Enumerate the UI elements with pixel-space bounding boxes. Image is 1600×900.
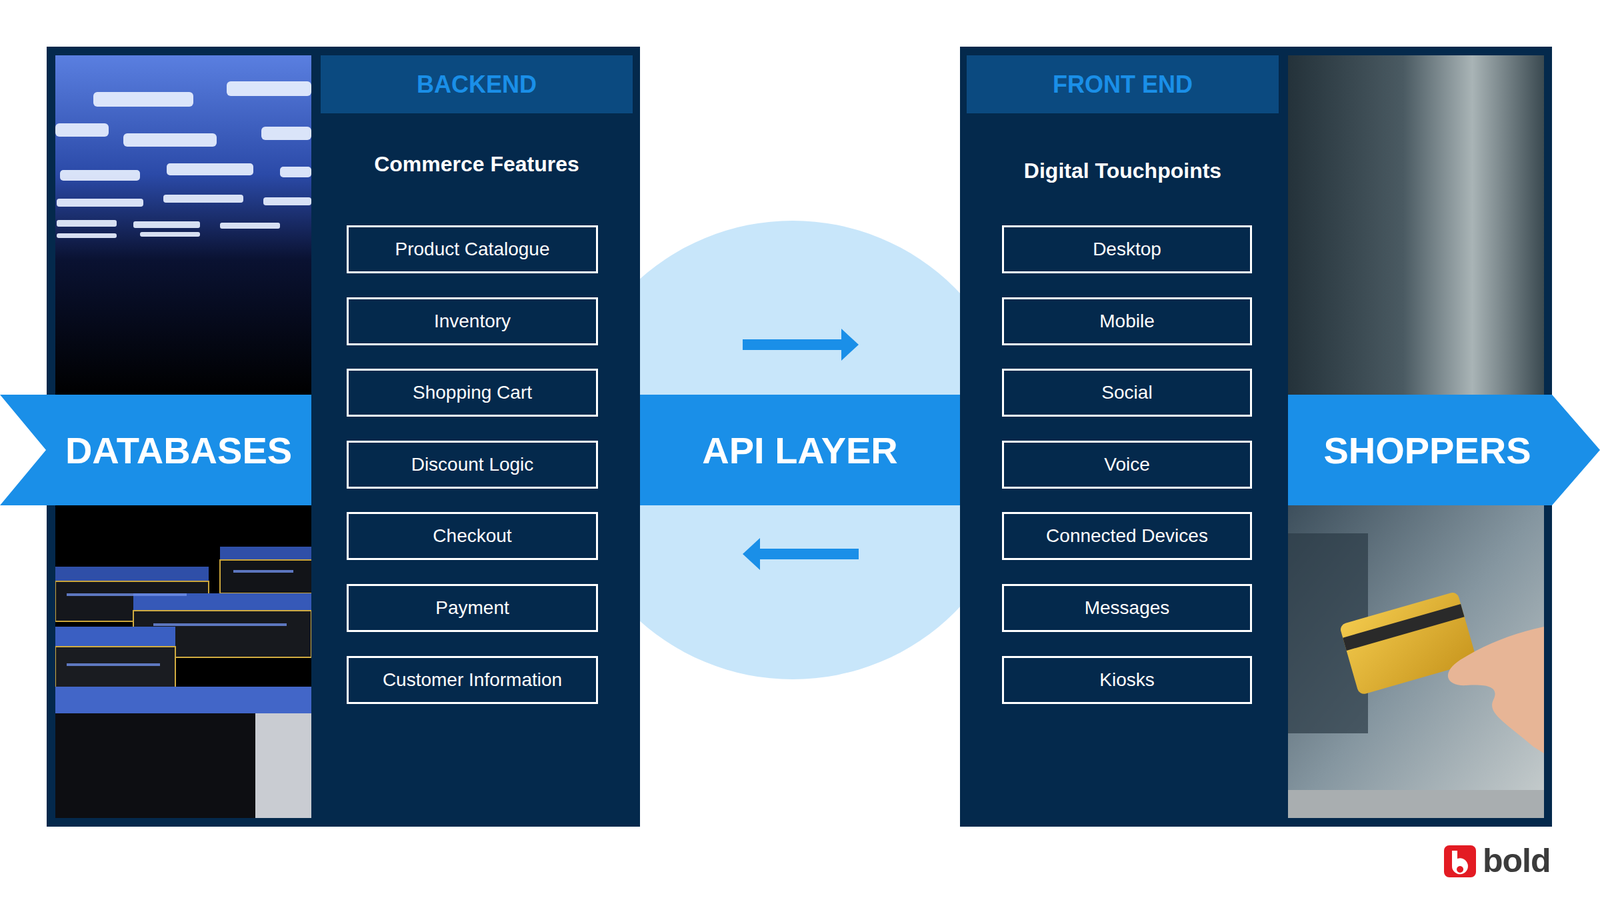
- band-fill: [0, 394, 312, 506]
- panel-subtitle: Commerce Features: [320, 145, 633, 183]
- panel-heading: FRONT END: [966, 55, 1279, 114]
- band-label: SHOPPERS: [1323, 428, 1531, 472]
- feature-box: Customer Information: [346, 656, 598, 704]
- box-label: Social: [1101, 382, 1152, 404]
- box-label: Checkout: [432, 525, 512, 547]
- feature-box: Voice: [1002, 440, 1252, 489]
- flow-band: SHOPPERS: [1288, 394, 1600, 506]
- logo-square: [1444, 845, 1476, 878]
- brand-logo-text: bold: [1482, 844, 1551, 878]
- box-label: Kiosks: [1099, 669, 1154, 691]
- box-label: Messages: [1084, 597, 1170, 619]
- brand-logo-icon: [1444, 845, 1476, 878]
- feature-box: Mobile: [1002, 297, 1252, 346]
- box-label: Mobile: [1099, 310, 1154, 332]
- feature-box: Product Catalogue: [346, 225, 598, 274]
- band-fill: [640, 394, 960, 506]
- feature-box: Checkout: [346, 512, 598, 560]
- box-label: Inventory: [434, 310, 511, 332]
- panel-subtitle: Digital Touchpoints: [966, 152, 1279, 190]
- box-label: Desktop: [1092, 238, 1162, 260]
- flow-arrow-right: [742, 328, 859, 361]
- box-label: Product Catalogue: [395, 238, 550, 260]
- arrow-head: [841, 328, 859, 361]
- band-fill: [1288, 394, 1600, 506]
- feature-box: Kiosks: [1002, 656, 1252, 704]
- feature-box: Connected Devices: [1002, 512, 1252, 560]
- flow-band: API LAYER: [640, 394, 960, 506]
- arrow-shaft: [758, 548, 859, 560]
- feature-box: Desktop: [1002, 225, 1252, 274]
- panel-heading: BACKEND: [320, 55, 633, 114]
- feature-box: Payment: [346, 584, 598, 632]
- feature-box: Inventory: [346, 297, 598, 346]
- box-label: Shopping Cart: [412, 382, 532, 404]
- box-label: Voice: [1104, 454, 1150, 476]
- box-label: Discount Logic: [411, 454, 534, 476]
- logo-glyph: [1452, 850, 1468, 874]
- band-label: API LAYER: [702, 428, 898, 472]
- arrow-head: [742, 538, 760, 570]
- feature-box: Social: [1002, 368, 1252, 417]
- box-label: Payment: [435, 597, 510, 619]
- feature-box: Shopping Cart: [346, 368, 598, 417]
- flow-arrow-left: [742, 538, 859, 570]
- feature-box: Messages: [1002, 584, 1252, 632]
- band-label: DATABASES: [65, 428, 292, 472]
- flow-band: DATABASES: [0, 394, 312, 506]
- feature-box: Discount Logic: [346, 440, 598, 489]
- box-label: Connected Devices: [1046, 525, 1208, 547]
- arrow-shaft: [742, 339, 843, 350]
- box-label: Customer Information: [382, 669, 562, 691]
